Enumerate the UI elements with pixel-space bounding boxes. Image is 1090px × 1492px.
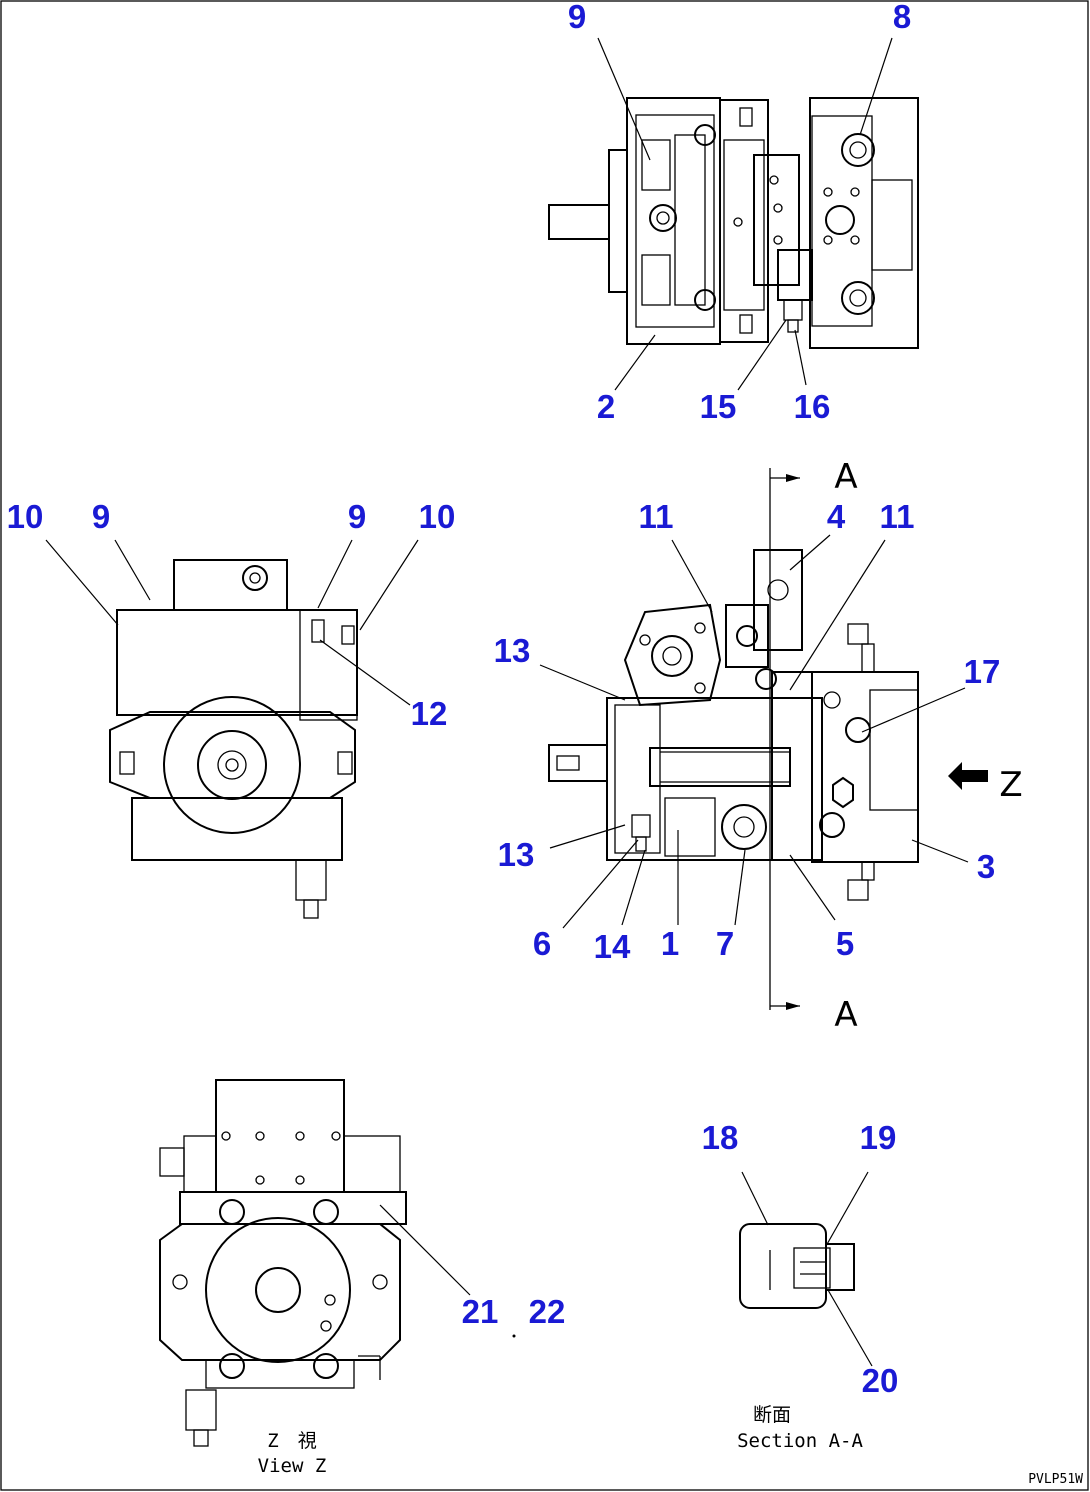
view-z-leaders xyxy=(379,1204,516,1338)
view-z-arrow-icon xyxy=(948,762,988,790)
main-view-leaders xyxy=(539,534,969,929)
callout-labels: 9 8 2 15 16 10 9 9 10 12 11 4 11 13 17 1… xyxy=(7,0,1001,1399)
top-view-leaders xyxy=(597,37,893,391)
callout-17: 17 xyxy=(964,653,1001,690)
view-captions: Z 視 View Z 断面 Section A-A PVLP51W xyxy=(258,1404,1083,1487)
callout-10-left: 10 xyxy=(7,498,44,535)
section-mark-a-bottom: A xyxy=(834,995,857,1035)
callout-8: 8 xyxy=(893,0,911,35)
callout-9-top: 9 xyxy=(568,0,586,35)
view-z-caption: View Z xyxy=(258,1455,327,1477)
main-view-drawing xyxy=(548,468,988,1010)
callout-20: 20 xyxy=(862,1362,899,1399)
callout-7: 7 xyxy=(716,925,734,962)
view-z-caption-jp: Z 視 xyxy=(267,1430,316,1452)
view-z-drawing xyxy=(159,1079,407,1447)
callout-11-b: 11 xyxy=(880,498,915,535)
callout-21: 21 xyxy=(462,1293,499,1330)
callout-16: 16 xyxy=(794,388,831,425)
callout-9-left-b: 9 xyxy=(348,498,366,535)
left-side-view-drawing xyxy=(109,559,358,919)
view-z-mark: Z xyxy=(999,765,1022,805)
callout-11-a: 11 xyxy=(639,498,674,535)
section-caption: Section A-A xyxy=(737,1430,863,1452)
callout-3: 3 xyxy=(977,848,995,885)
callout-13-a: 13 xyxy=(494,632,531,669)
callout-9-left-a: 9 xyxy=(92,498,110,535)
callout-2: 2 xyxy=(597,388,615,425)
callout-12: 12 xyxy=(411,695,448,732)
drawing-code: PVLP51W xyxy=(1028,1472,1083,1487)
callout-18: 18 xyxy=(702,1119,739,1156)
callout-10-right: 10 xyxy=(419,498,456,535)
section-a-a-leaders xyxy=(741,1171,873,1367)
callout-15: 15 xyxy=(700,388,737,425)
callout-13-b: 13 xyxy=(498,836,535,873)
section-caption-jp: 断面 xyxy=(753,1404,791,1426)
callout-14: 14 xyxy=(594,928,631,965)
section-mark-a-top: A xyxy=(834,457,857,497)
callout-19: 19 xyxy=(860,1119,897,1156)
callout-1: 1 xyxy=(661,925,679,962)
callout-22: 22 xyxy=(529,1293,566,1330)
callout-4: 4 xyxy=(827,498,846,535)
callout-6: 6 xyxy=(533,925,551,962)
left-view-leaders xyxy=(45,539,419,706)
callout-5: 5 xyxy=(836,925,854,962)
top-view-drawing xyxy=(548,97,919,349)
section-marks: A A Z xyxy=(834,457,1022,1035)
section-a-a-drawing xyxy=(739,1223,855,1309)
